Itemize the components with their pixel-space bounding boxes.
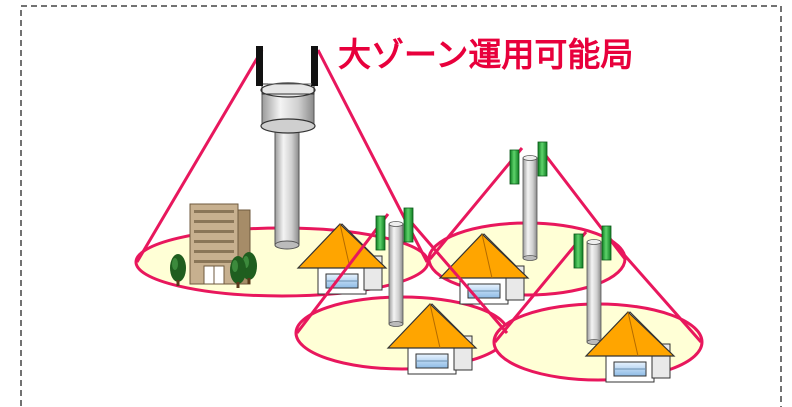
broadcast-tower-icon: [256, 46, 318, 250]
small-zone-station-3: [493, 225, 703, 345]
large-zone-station: [135, 46, 429, 263]
coverage-line: [295, 213, 390, 334]
diagram-title: 大ゾーン運用可能局: [338, 35, 633, 74]
small-zone-station-1: [295, 207, 509, 334]
coverage-line: [402, 213, 509, 334]
dashed-frame: [20, 5, 782, 407]
coverage-line: [135, 49, 264, 263]
coverage-line: [493, 231, 588, 343]
coverage-line: [428, 147, 524, 260]
coverage-line: [602, 231, 703, 343]
